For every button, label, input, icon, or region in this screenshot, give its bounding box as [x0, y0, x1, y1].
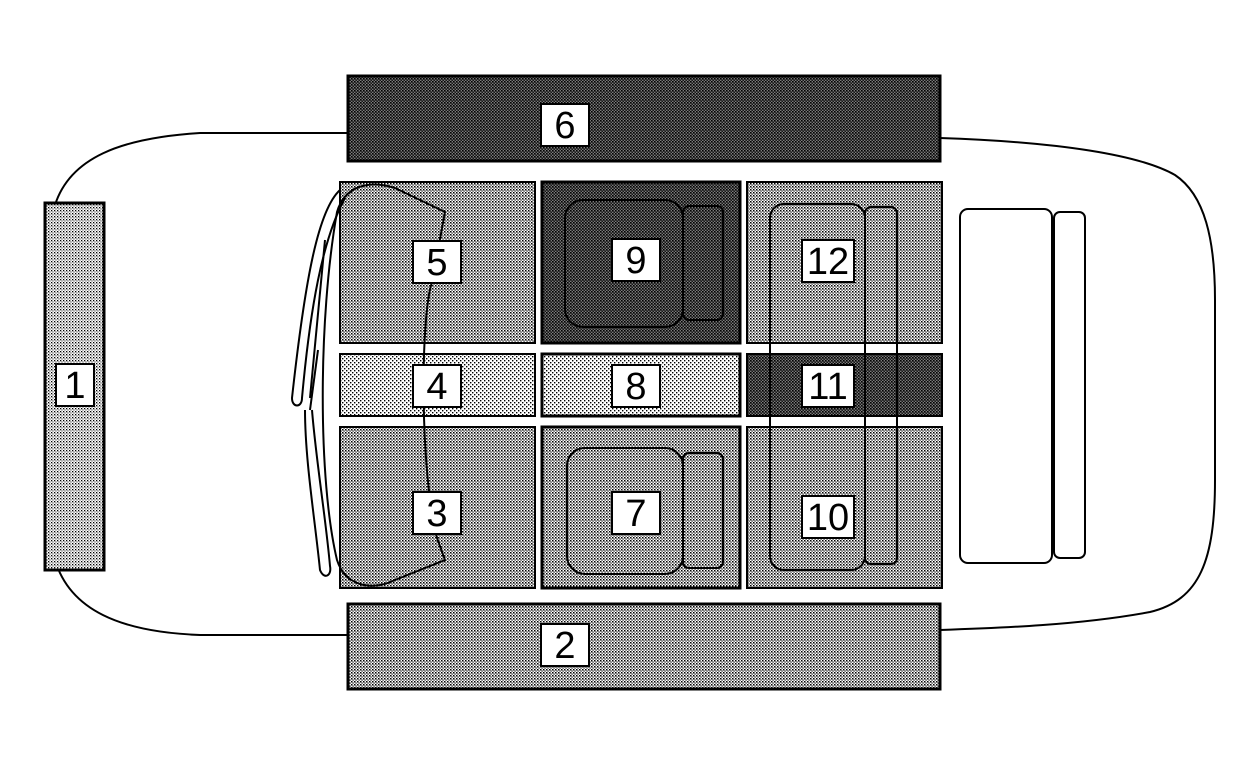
svg-text:8: 8	[625, 366, 646, 408]
cargo-area-seat	[959, 208, 1086, 564]
svg-text:12: 12	[807, 241, 849, 283]
zone-6-area	[346, 74, 942, 163]
seat-front-left	[566, 447, 724, 575]
zone-label-1: 1	[55, 363, 95, 407]
svg-text:6: 6	[554, 105, 575, 147]
zone-label-6: 6	[540, 103, 590, 147]
zone-label-8: 8	[611, 364, 661, 408]
svg-text:9: 9	[625, 240, 646, 282]
svg-text:5: 5	[426, 242, 447, 284]
zone-label-12: 12	[801, 239, 855, 283]
zone-label-11: 11	[801, 364, 855, 408]
zone-label-3: 3	[412, 491, 462, 535]
zone-label-5: 5	[412, 240, 462, 284]
svg-text:2: 2	[554, 625, 575, 667]
svg-text:4: 4	[426, 366, 447, 408]
zone-label-2: 2	[540, 623, 590, 667]
seat-front-right	[564, 199, 724, 328]
zone-2-area	[346, 602, 942, 691]
svg-text:3: 3	[426, 493, 447, 535]
svg-text:11: 11	[808, 366, 847, 408]
zone-label-4: 4	[412, 364, 462, 408]
svg-text:10: 10	[807, 497, 849, 539]
zone-label-7: 7	[611, 491, 661, 535]
svg-text:1: 1	[64, 365, 85, 407]
zone-label-9: 9	[611, 238, 661, 282]
svg-text:7: 7	[625, 493, 646, 535]
rear-bench-seat	[769, 203, 898, 571]
zone-label-10: 10	[801, 495, 855, 539]
wiper-blades	[290, 189, 346, 577]
